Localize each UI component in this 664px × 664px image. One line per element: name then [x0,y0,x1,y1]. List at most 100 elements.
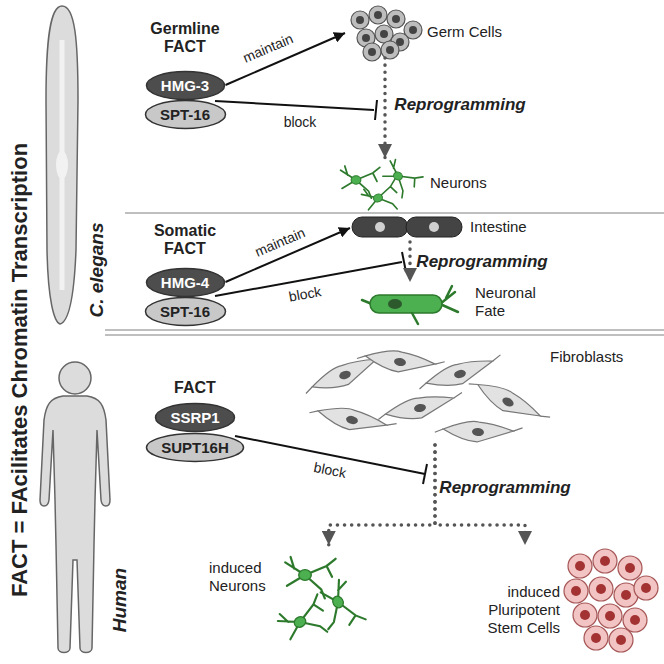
ipsc-picture [618,556,642,580]
human-figure [59,362,91,394]
label-holder: FACT [174,379,216,397]
organism-label: C. elegans [86,222,108,317]
intestine-picture [352,217,462,237]
protein-ellipse: SUPT16H [145,432,245,463]
ipsc-picture [564,579,588,603]
cell-group: Fibroblasts [310,345,630,445]
fibroblasts-picture [308,399,397,441]
block-inhibitor [423,464,427,484]
label-holder: Human [109,568,131,632]
germ-cells-picture [363,43,381,61]
cell-label: induced Pluripotent Stem Cells [455,583,560,637]
worm-figure [46,6,78,324]
block-inhibitor [215,100,427,484]
reprogramming-arrow [329,445,435,545]
label-holder: Reprogramming [416,252,547,272]
edge-label: Reprogramming [439,478,570,498]
label-holder: Reprogramming [439,478,570,498]
cell-group: Intestine [350,214,540,242]
protein-name: HMG-3 [161,77,209,94]
intestine-picture [429,222,439,232]
protein-name: SPT-16 [160,106,210,123]
label-holder: C. elegans [86,222,108,317]
complex-heading: Somatic FACT [140,222,230,259]
organism-label: Human [109,568,131,632]
block-label: block [312,459,347,481]
ipsc-picture [634,576,658,600]
neuronal-fate-picture [370,295,442,313]
block-inhibitor [402,252,406,272]
label-holder: block [312,459,347,481]
label-holder: block [288,283,323,305]
reprogramming-arrow [383,58,387,158]
neuronal-fate-picture [412,313,418,324]
germ-cells-picture [381,41,399,59]
vertical-title: FACT = FAcilitates Chromatin Transcripti… [7,143,32,597]
ellipse-shape [145,297,225,325]
reprogramming-arrow [408,242,412,282]
fibroblasts-picture [356,344,445,379]
ellipse-shape [146,268,224,296]
neurons-picture [341,158,424,219]
block-inhibitor [375,100,377,120]
germ-cells-picture [351,6,422,61]
edge-label: Reprogramming [416,252,547,272]
neuronal-fate-picture [388,299,402,309]
label-holder: Reprogramming [394,95,525,115]
label-holder: Somatic FACT [140,222,230,259]
ipsc-picture [568,554,592,578]
human-figure [40,362,110,653]
ellipse-shape [145,100,225,128]
ellipse-shape [156,403,235,431]
divider-line [105,213,664,335]
worm-figure [46,6,78,324]
neuronal-fate-picture [362,286,458,312]
neurons-picture [377,158,423,202]
fibroblasts-picture [301,344,551,445]
block-inhibitor [215,101,374,110]
edge-label: Reprogramming [394,95,525,115]
protein-name: SUPT16H [161,439,229,456]
human-figure [40,396,110,653]
protein-name: SSRP1 [170,409,219,426]
worm-figure [56,151,68,179]
fibroblasts-picture [434,418,522,446]
label-holder: Germline FACT [140,20,230,57]
divider-line [125,212,664,214]
ellipse-shape [147,433,244,461]
induced-neurons-picture [275,593,336,651]
block-label: block [284,114,317,130]
label-holder: maintain [240,30,295,65]
intestine-picture [352,217,408,237]
ellipse-shape [146,71,224,99]
protein-ellipse: HMG-3 [145,70,226,101]
neurons-picture [360,178,404,219]
divider-line [105,334,664,336]
neuronal-fate-picture [362,286,458,324]
neurons-picture [341,166,380,198]
ipsc-picture [598,604,622,628]
ipsc-picture [609,628,633,652]
protein-ellipse: SPT-16 [144,296,227,327]
edge-label: maintain [240,30,295,65]
ipsc-picture [573,603,597,627]
protein-name: HMG-4 [161,274,209,291]
complex-heading: Germline FACT [140,20,230,57]
label-holder: block [284,114,317,130]
cell-group: Germ Cells [345,8,505,58]
germ-cells-picture [351,11,369,29]
label-holder: FACT = FAcilitates Chromatin Transcripti… [7,143,32,597]
intestine-picture [406,217,462,237]
protein-ellipse: SSRP1 [154,402,236,433]
induced-neurons-picture [285,557,335,598]
ipsc-picture [564,549,658,652]
divider-line [105,329,664,331]
cell-label: Fibroblasts [550,348,623,366]
cell-label: Intestine [470,218,527,236]
protein-name: SPT-16 [160,303,210,320]
cell-group: induced Pluripotent Stem Cells [455,545,655,650]
induced-neurons-picture [275,557,367,650]
germ-cells-picture [369,6,387,24]
